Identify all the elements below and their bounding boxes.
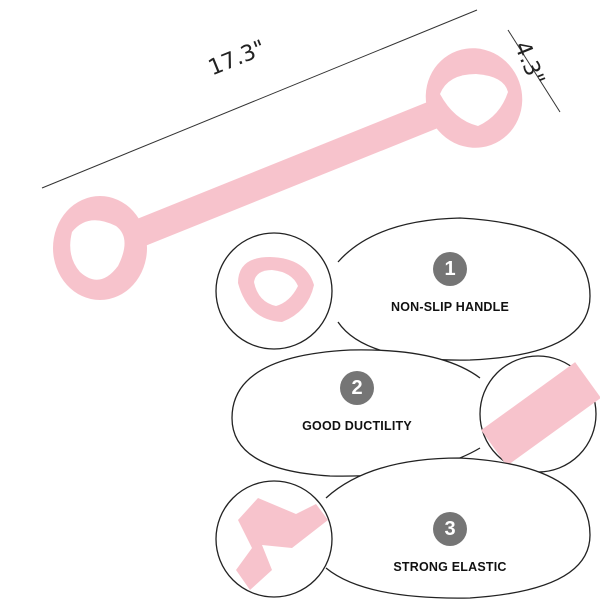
feature-label-2: GOOD DUCTILITY	[302, 419, 412, 433]
feature-label-1: NON-SLIP HANDLE	[390, 300, 510, 314]
feature-strong-elastic: 3 STRONG ELASTIC	[340, 512, 560, 574]
zoom-circle-band	[479, 355, 600, 473]
feature-non-slip-handle: 1 NON-SLIP HANDLE	[340, 252, 560, 314]
number-badge-3: 3	[433, 512, 467, 546]
length-dimension-line	[41, 9, 478, 189]
zoom-circle-handle	[215, 232, 333, 350]
number-badge-2: 2	[340, 371, 374, 405]
number-badge-1: 1	[433, 252, 467, 286]
resistance-band-product	[53, 48, 523, 300]
width-dimension-line	[507, 29, 561, 113]
feature-good-ductility: 2 GOOD DUCTILITY	[247, 371, 467, 433]
feature-label-3: STRONG ELASTIC	[393, 560, 507, 574]
zoom-circle-elastic	[215, 480, 333, 598]
